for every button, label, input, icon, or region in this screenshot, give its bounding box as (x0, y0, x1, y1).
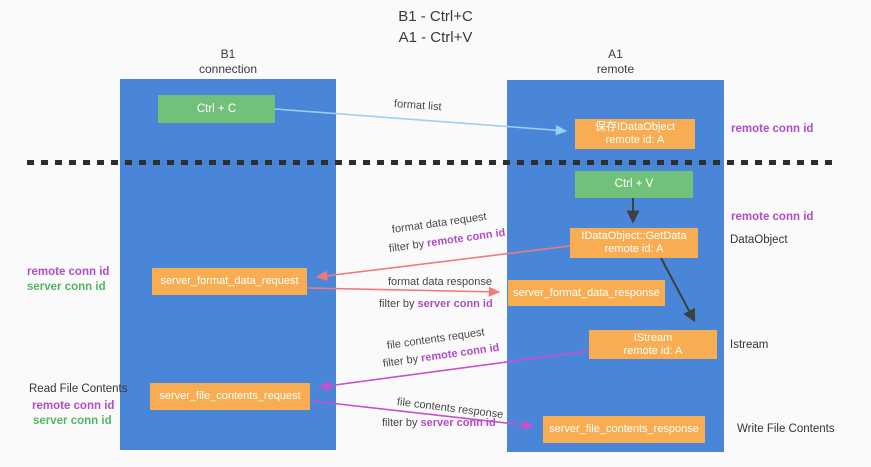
left-label-remote-conn-id-2: remote conn id (32, 400, 115, 412)
node-ctrl-c-label: Ctrl + C (196, 102, 237, 115)
node-idataobject-getdata: IDataObject::GetData remote id: A (570, 228, 698, 258)
node-ctrl-v: Ctrl + V (575, 171, 693, 198)
filter-by-text: filter by (388, 237, 428, 255)
right-label-write-file-contents: Write File Contents (737, 423, 835, 435)
phase-separator-dashed-line (27, 160, 832, 165)
filter-by-text: filter by (379, 298, 418, 310)
node-getdata-line2: remote id: A (604, 243, 664, 255)
column-header-b1: B1 connection (120, 47, 336, 77)
node-sfdres-label: server_format_data_response (513, 286, 660, 299)
node-sfcres-label: server_file_contents_response (549, 423, 699, 435)
node-istream-line1: IStream (633, 331, 673, 344)
left-label-server-conn-id-1: server conn id (27, 281, 106, 293)
node-save-idataobject-line2: remote id: A (605, 134, 665, 146)
label-filter-by-server-1: filter by server conn id (379, 298, 493, 310)
node-sfcreq-label: server_file_contents_request (159, 390, 301, 402)
label-filter-by-server-2: filter by server conn id (382, 417, 496, 429)
node-server-format-data-request: server_format_data_request (152, 268, 307, 295)
node-ctrl-c: Ctrl + C (158, 95, 275, 123)
node-save-idataobject: 保存IDataObject remote id: A (575, 119, 695, 149)
column-a1-role: remote (596, 62, 635, 76)
node-server-file-contents-request: server_file_contents_request (150, 383, 310, 410)
right-label-remote-conn-id-1: remote conn id (731, 123, 814, 135)
node-server-file-contents-response: server_file_contents_response (543, 416, 705, 443)
node-istream: IStream remote id: A (589, 330, 717, 359)
node-save-idataobject-line1: 保存IDataObject (594, 121, 676, 133)
remote-conn-id-text: remote conn id (426, 226, 507, 250)
node-server-format-data-response: server_format_data_response (508, 280, 665, 306)
right-label-remote-conn-id-2: remote conn id (731, 211, 814, 223)
title-line-1: B1 - Ctrl+C (398, 8, 473, 25)
label-format-list: format list (393, 98, 442, 114)
right-label-dataobject: DataObject (730, 234, 788, 246)
column-b1-role: connection (198, 62, 258, 76)
left-label-server-conn-id-2: server conn id (33, 415, 112, 427)
filter-by-text: filter by (382, 352, 422, 370)
node-getdata-line1: IDataObject::GetData (581, 230, 687, 242)
column-a1-name: A1 (608, 47, 623, 61)
left-label-remote-conn-id-1: remote conn id (27, 266, 110, 278)
left-label-read-file-contents: Read File Contents (29, 383, 128, 395)
node-istream-line2: remote id: A (623, 344, 683, 357)
column-header-a1: A1 remote (507, 47, 724, 77)
server-conn-id-text: server conn id (417, 298, 493, 310)
column-b1-name: B1 (220, 47, 236, 61)
label-format-data-response: format data response (388, 276, 492, 288)
title-line-2: A1 - Ctrl+V (398, 29, 473, 46)
node-ctrl-v-label: Ctrl + V (614, 178, 654, 190)
filter-by-text: filter by (382, 417, 421, 429)
server-conn-id-text: server conn id (420, 417, 496, 429)
right-label-istream: Istream (730, 339, 769, 351)
diagram-title: B1 - Ctrl+C A1 - Ctrl+V (0, 6, 871, 48)
node-sfdreq-label: server_format_data_request (160, 275, 299, 287)
